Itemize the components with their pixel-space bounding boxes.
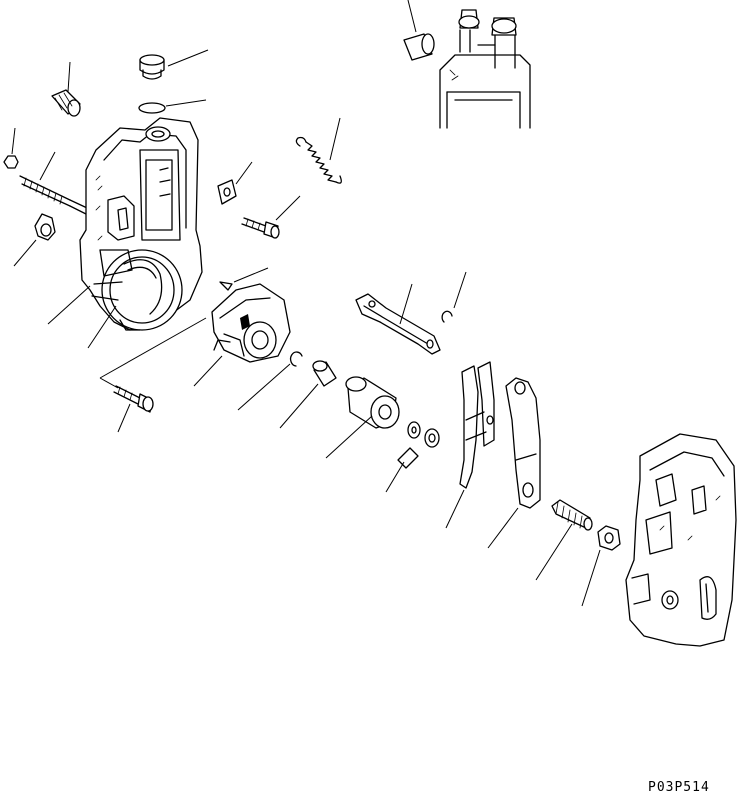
leader-line [407, 0, 417, 33]
leader-line [165, 99, 207, 107]
leader-line [47, 285, 91, 325]
governor-spring-part [295, 136, 342, 184]
washer-shim-part [397, 421, 440, 469]
leader-line [39, 151, 56, 181]
guide-line [99, 317, 207, 379]
pin-part [219, 281, 233, 291]
sleeve-part [403, 33, 435, 61]
leader-line [235, 161, 253, 185]
drawing-code-label: P03P514 [648, 780, 710, 795]
o-ring-part [138, 102, 166, 114]
adjusting-bolt-part [551, 499, 593, 531]
clip-part [34, 213, 56, 241]
leader-line [237, 363, 291, 411]
leader-line [233, 267, 269, 283]
stud-bolt-part [19, 175, 101, 221]
leader-line [535, 523, 573, 581]
leader-line [399, 283, 413, 325]
leader-line [385, 461, 405, 493]
leader-line [11, 127, 16, 155]
plug-part [139, 54, 165, 80]
snap-ring-part [289, 351, 303, 367]
lock-plate-part [217, 179, 237, 205]
link-bracket-part [355, 293, 441, 355]
leader-line [87, 305, 117, 349]
leader-line [487, 507, 519, 549]
leader-line [445, 489, 465, 529]
control-lever-part [459, 361, 495, 489]
leader-line [279, 383, 319, 429]
leader-line [581, 549, 601, 607]
leader-line [117, 403, 131, 433]
leader-line [13, 239, 37, 267]
leader-line [275, 195, 301, 221]
leader-line [325, 415, 373, 459]
lever-arm-part [505, 377, 541, 509]
adjust-screw-part [51, 89, 81, 117]
hex-nut-part [597, 525, 621, 551]
e-ring-part [441, 310, 453, 323]
sliding-sleeve-part [345, 376, 400, 429]
bolt-part [241, 217, 280, 239]
fuel-pump-body-top [439, 9, 531, 129]
leader-line [193, 355, 223, 387]
leader-line [329, 117, 341, 161]
nut-part [3, 155, 19, 169]
governor-cover-part [625, 433, 737, 647]
flyweight-assembly-part [211, 283, 291, 363]
leader-line [167, 49, 209, 67]
leader-line [67, 61, 71, 93]
sleeve-bushing-part [312, 360, 337, 387]
guide-line [99, 377, 119, 389]
leader-line [453, 271, 467, 309]
long-bolt-part [113, 385, 154, 413]
governor-housing-part [79, 117, 203, 331]
